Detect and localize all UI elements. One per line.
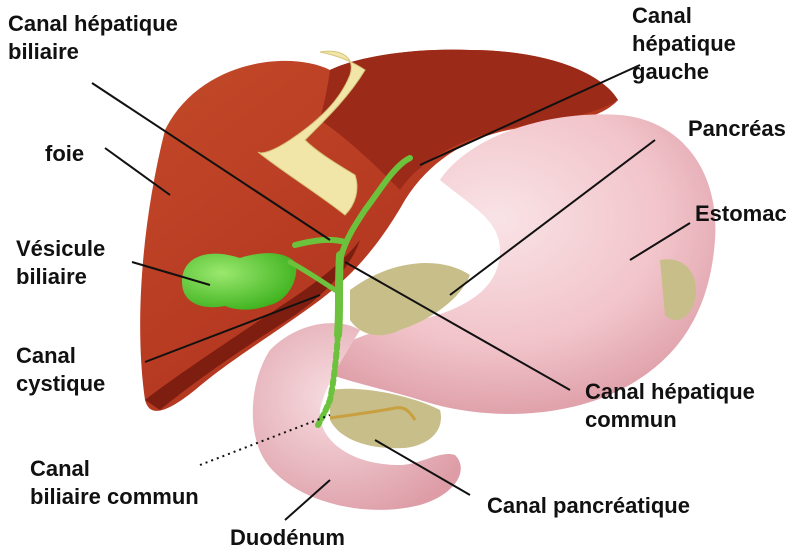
- label-line: biliaire: [16, 263, 105, 291]
- label-line: Canal: [632, 2, 736, 30]
- label-line: Duodénum: [230, 524, 345, 552]
- label-line: Canal hépatique: [585, 378, 755, 406]
- label-canal-hepatique-gauche: Canal hépatique gauche: [632, 2, 736, 86]
- label-line: gauche: [632, 58, 736, 86]
- label-vesicule-biliaire: Vésicule biliaire: [16, 235, 105, 291]
- label-line: commun: [585, 406, 755, 434]
- label-estomac: Estomac: [695, 200, 787, 228]
- label-duodenum: Duodénum: [230, 524, 345, 552]
- label-foie: foie: [45, 140, 84, 168]
- label-line: Canal: [30, 455, 199, 483]
- label-line: Canal pancréatique: [487, 492, 690, 520]
- label-line: Canal hépatique: [8, 10, 178, 38]
- label-line: Pancréas: [688, 115, 786, 143]
- label-canal-biliaire-commun: Canal biliaire commun: [30, 455, 199, 511]
- label-line: biliaire: [8, 38, 178, 66]
- label-line: biliaire commun: [30, 483, 199, 511]
- label-line: hépatique: [632, 30, 736, 58]
- label-canal-pancreatique: Canal pancréatique: [487, 492, 690, 520]
- label-line: Canal: [16, 342, 105, 370]
- common-hepatic-duct: [338, 255, 340, 335]
- label-canal-hepatique-commun: Canal hépatique commun: [585, 378, 755, 434]
- label-canal-hepatique-biliaire: Canal hépatique biliaire: [8, 10, 178, 66]
- label-pancreas: Pancréas: [688, 115, 786, 143]
- label-line: Estomac: [695, 200, 787, 228]
- label-line: foie: [45, 140, 84, 168]
- label-canal-cystique: Canal cystique: [16, 342, 105, 398]
- label-line: cystique: [16, 370, 105, 398]
- label-line: Vésicule: [16, 235, 105, 263]
